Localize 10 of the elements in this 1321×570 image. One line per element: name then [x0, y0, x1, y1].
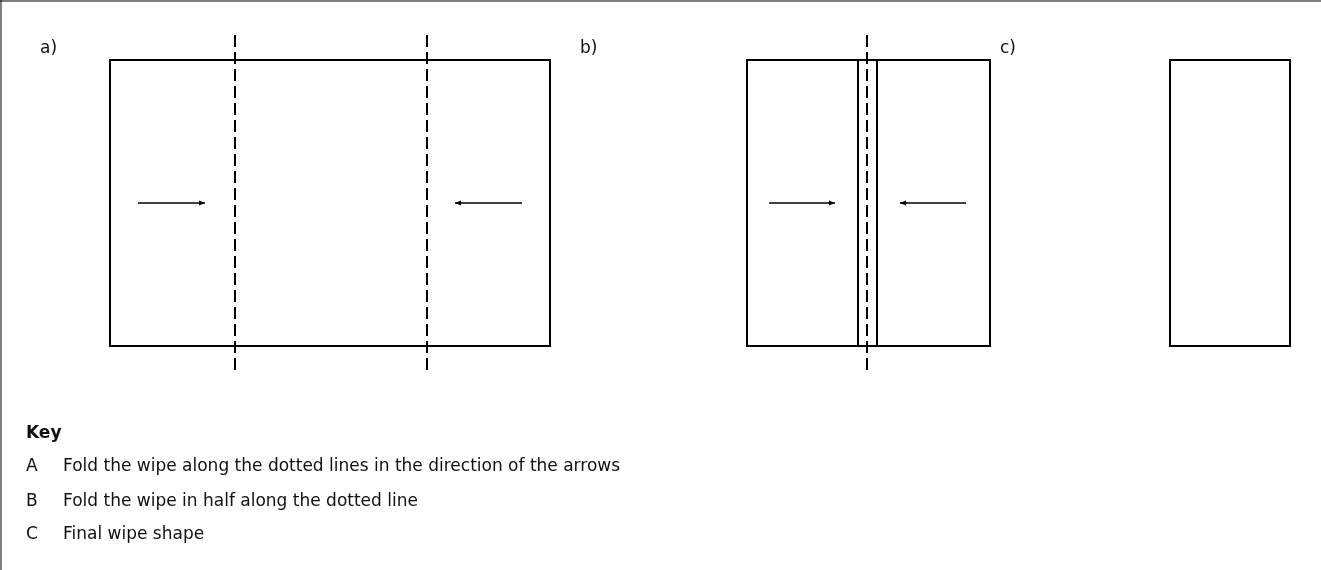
panel-label: b)	[580, 37, 598, 57]
key-text: Fold the wipe along the dotted lines in the direction of the arrows	[63, 455, 621, 475]
key-letter: B	[26, 490, 38, 510]
panel-label: a)	[40, 37, 58, 57]
key-text: Final wipe shape	[63, 523, 205, 543]
key-letter: A	[26, 455, 38, 475]
key-text: Fold the wipe in half along the dotted line	[63, 490, 418, 510]
panel-label: c)	[1000, 37, 1016, 57]
key-heading: Key	[26, 422, 62, 442]
key-letter: C	[26, 523, 38, 543]
